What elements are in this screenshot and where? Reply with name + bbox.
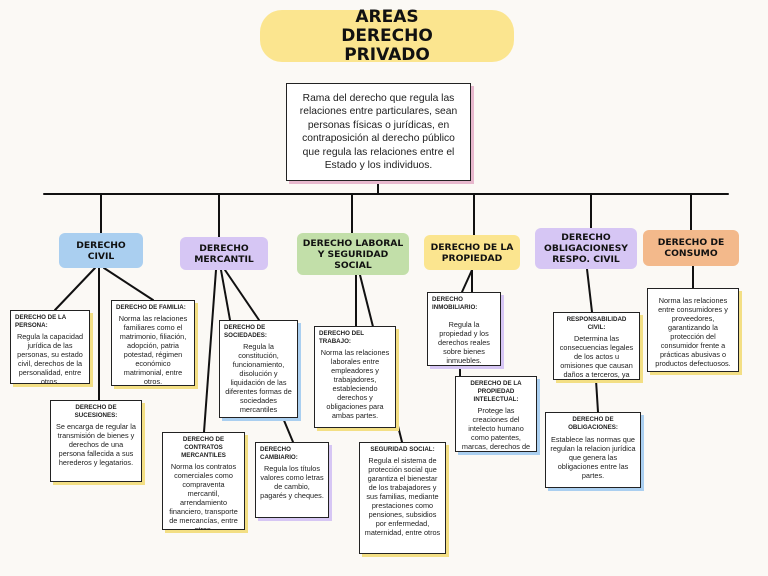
connector-line	[595, 379, 599, 413]
connector-line	[54, 267, 96, 311]
connector-line	[586, 268, 593, 313]
connector-line	[224, 269, 260, 321]
card-heading: DERECHO DE LA PROPIEDAD INTELECTUAL:	[470, 380, 522, 403]
card-heading: DERECHO CAMBIARIO:	[260, 446, 298, 461]
card-derecho-obligaciones: DERECHO DE OBLIGACIONES: Establece las n…	[545, 412, 641, 488]
card-text: Regula la capacidad jurídica de las pers…	[16, 332, 84, 384]
card-text: Regula la constitución, funcionamiento, …	[225, 342, 292, 414]
card-heading: DERECHO DE LA PERSONA:	[15, 314, 66, 329]
card-derecho-consumo: Norma las relaciones entre consumidores …	[647, 288, 739, 372]
page-title: AREAS DERECHO PRIVADO	[260, 7, 514, 64]
card-heading: DERECHO INMOBILIARIO:	[432, 296, 478, 311]
card-text: Determina las consecuencias legales de l…	[559, 334, 634, 379]
card-text: Norma las relaciones laborales entre emp…	[320, 348, 390, 420]
card-derecho-trabajo: DERECHO DEL TRABAJO: Norma las relacione…	[314, 326, 396, 428]
card-heading: DERECHO DEL TRABAJO:	[319, 330, 364, 345]
card-text: Protege las creaciones del intelecto hum…	[461, 406, 531, 451]
card-derecho-propiedad-intelectual: DERECHO DE LA PROPIEDAD INTELECTUAL: Pro…	[455, 376, 537, 452]
card-derecho-cambiario: DERECHO CAMBIARIO: Regula los títulos va…	[255, 442, 329, 518]
card-text: Regula el sistema de protección social q…	[364, 456, 441, 537]
category-derecho-civil: DERECHO CIVIL	[59, 233, 143, 268]
card-heading: DERECHO DE CONTRATOS MERCANTILES	[181, 436, 226, 459]
card-heading: DERECHO DE OBLIGACIONES:	[568, 416, 618, 431]
card-seguridad-social: SEGURIDAD SOCIAL: Regula el sistema de p…	[359, 442, 446, 554]
category-derecho-mercantil: DERECHO MERCANTIL	[180, 237, 268, 270]
category-derecho-laboral: DERECHO LABORAL Y SEGURIDAD SOCIAL	[297, 233, 409, 275]
card-text: Regula los títulos valores como letras d…	[260, 464, 324, 500]
card-derecho-persona: DERECHO DE LA PERSONA: Regula la capacid…	[10, 310, 90, 384]
connector-line	[461, 269, 473, 293]
card-text: Se encarga de regular la transmisión de …	[56, 422, 136, 467]
definition-box: Rama del derecho que regula las relacion…	[286, 83, 471, 181]
card-heading: RESPONSABILIDAD CIVIL:	[566, 316, 627, 331]
category-derecho-obligaciones: DERECHO OBLIGACIONESY RESPO. CIVIL	[535, 228, 637, 269]
card-derecho-familia: DERECHO DE FAMILIA: Norma las relaciones…	[111, 300, 195, 386]
card-heading: SEGURIDAD SOCIAL:	[370, 446, 435, 453]
card-heading: DERECHO DE SOCIEDADES:	[224, 324, 267, 339]
card-text: Regula la propiedad y los derechos reale…	[438, 320, 490, 365]
card-derecho-sucesiones: DERECHO DE SUCESIONES: Se encarga de reg…	[50, 400, 142, 482]
connector-line	[220, 269, 231, 321]
card-text: Norma las relaciones entre consumidores …	[655, 296, 731, 368]
card-heading: DERECHO DE FAMILIA:	[116, 304, 186, 311]
connector-line	[103, 267, 154, 301]
card-text: Norma los contratos comerciales como com…	[169, 462, 238, 530]
card-derecho-contratos: DERECHO DE CONTRATOS MERCANTILES Norma l…	[162, 432, 245, 530]
card-derecho-sociedades: DERECHO DE SOCIEDADES: Regula la constit…	[219, 320, 298, 418]
card-text: Norma las relaciones familiares como el …	[118, 314, 188, 386]
connector-line	[282, 417, 294, 443]
card-heading: DERECHO DE SUCESIONES:	[74, 404, 118, 419]
card-text: Establece las normas que regulan la rela…	[550, 435, 636, 480]
card-responsabilidad-civil: RESPONSABILIDAD CIVIL: Determina las con…	[553, 312, 640, 380]
category-derecho-consumo: DERECHO DE CONSUMO	[643, 230, 739, 266]
card-derecho-inmobiliario: DERECHO INMOBILIARIO: Regula la propieda…	[427, 292, 501, 366]
category-derecho-propiedad: DERECHO DE LA PROPIEDAD	[424, 235, 520, 270]
connector-line	[203, 269, 217, 433]
